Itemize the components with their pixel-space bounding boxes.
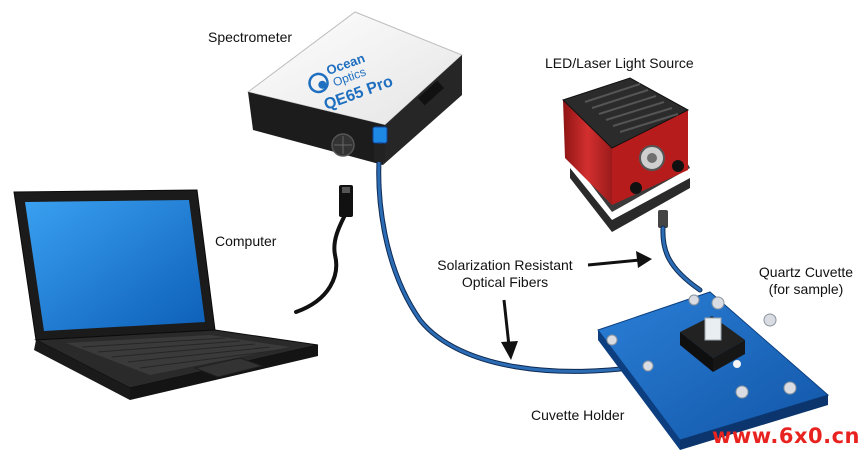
light-source — [562, 77, 690, 232]
arrow-to-fiber-down — [502, 299, 511, 347]
label-quartz-cuvette: Quartz Cuvette (for sample) — [746, 264, 864, 298]
label-computer: Computer — [215, 233, 277, 249]
cuvette-holder — [597, 291, 830, 450]
label-spectrometer: Spectrometer — [208, 29, 293, 45]
label-optical-fibers-line1: Solarization Resistant — [437, 257, 573, 273]
laptop-screen — [25, 200, 205, 331]
label-optical-fibers: Solarization Resistant Optical Fibers — [426, 257, 584, 291]
usb-cable — [294, 213, 347, 314]
arrow-to-fiber-right — [587, 258, 641, 267]
label-optical-fibers-line2: Optical Fibers — [461, 274, 549, 290]
spectrometer: Ocean Optics QE65 Pro — [246, 11, 463, 165]
watermark: www.6x0.cn — [712, 424, 860, 448]
quartz-cuvette — [704, 317, 722, 341]
fiber-arrows — [501, 251, 652, 360]
label-light-source: LED/Laser Light Source — [545, 55, 694, 71]
spectrometer-fiber-port — [372, 126, 388, 144]
label-quartz-cuvette-line1: Quartz Cuvette — [758, 264, 854, 280]
label-quartz-cuvette-line2: (for sample) — [768, 281, 844, 297]
label-cuvette-holder: Cuvette Holder — [531, 407, 625, 423]
laptop — [13, 189, 319, 400]
